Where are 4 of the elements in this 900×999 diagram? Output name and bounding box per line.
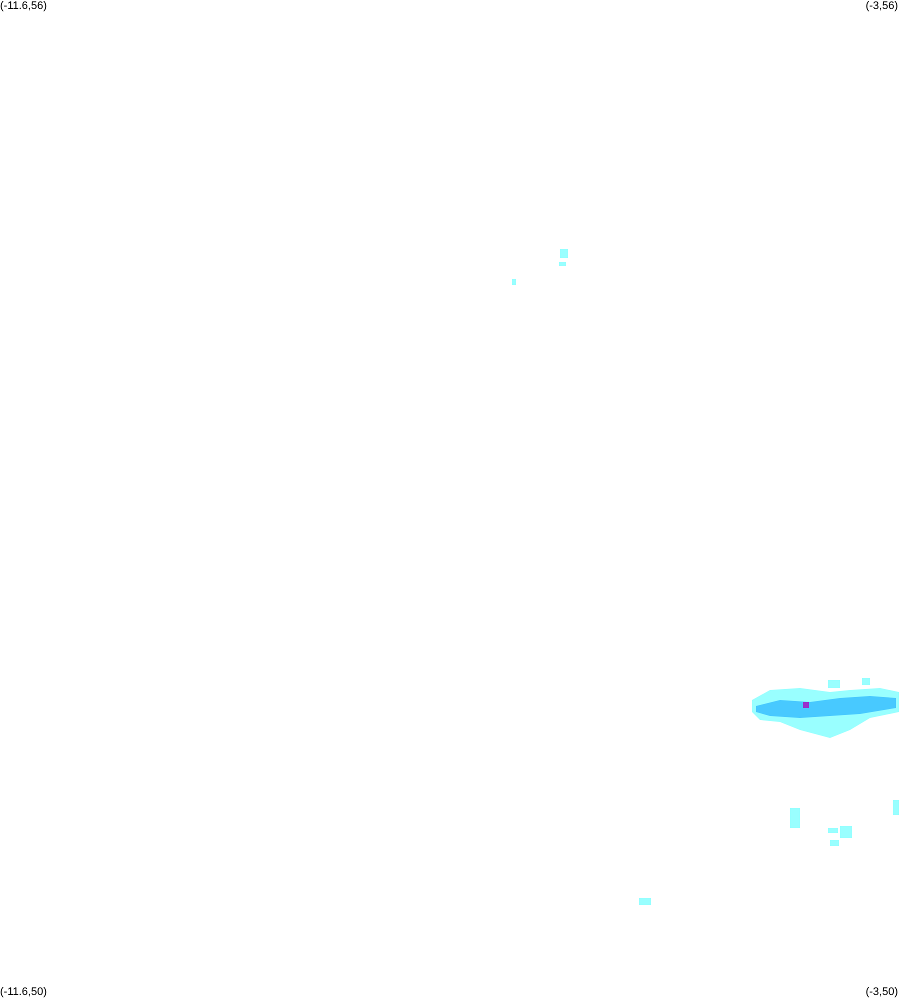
coordinate-label: (-3,50) [866, 986, 898, 999]
coordinate-label: (-11.6,56) [0, 0, 47, 13]
coordinate-label: (-3,56) [866, 0, 898, 13]
coordinate-label: (-11.6,50) [0, 986, 47, 999]
